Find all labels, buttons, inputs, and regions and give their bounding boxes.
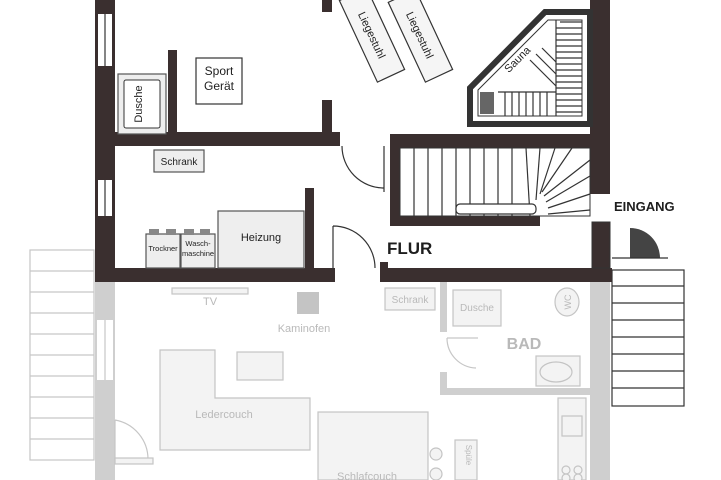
east-stairs xyxy=(611,269,685,407)
schrank-upper-label: Schrank xyxy=(161,157,199,168)
lower-area: TV Kaminofen Ledercouch Schlafcouch Schr… xyxy=(29,249,685,480)
schlafcouch-label: Schlafcouch xyxy=(337,471,397,480)
tv-unit xyxy=(171,287,249,295)
sauna-heater xyxy=(480,92,494,114)
trockner: Trockner xyxy=(145,229,181,269)
upper-walls xyxy=(95,0,612,282)
sport-geraet: Sport Gerät xyxy=(195,57,243,105)
heizung-partition xyxy=(305,188,314,282)
bad-wall-bottom xyxy=(440,388,595,395)
heizung-label: Heizung xyxy=(241,232,281,244)
schlafcouch xyxy=(317,411,429,480)
ledercouch xyxy=(159,349,311,451)
west-wall-lower xyxy=(95,282,115,480)
dusche-upper: Dusche xyxy=(117,73,167,135)
tv-label: TV xyxy=(203,296,218,308)
kaminofen-label: Kaminofen xyxy=(278,323,331,335)
staircase xyxy=(399,147,591,217)
trockner-label: Trockner xyxy=(148,244,178,253)
wall-stair-top xyxy=(390,134,608,148)
wall-laundry-bottom xyxy=(95,268,335,282)
schrank-lower xyxy=(384,287,436,311)
east-wall-upper xyxy=(590,0,610,150)
bad-wall-left xyxy=(440,282,447,332)
ledercouch-label: Ledercouch xyxy=(195,409,253,421)
wall-flur-bottom xyxy=(380,268,612,282)
sport-label: Sport xyxy=(205,64,234,78)
waschmaschine: Wasch- maschine xyxy=(180,229,216,269)
door-flur-1 xyxy=(341,145,385,192)
stair-wall-left xyxy=(390,148,400,226)
chair xyxy=(429,467,443,480)
entrance-door-swing xyxy=(630,228,660,258)
liegestuhl-1: Liegestuhl xyxy=(338,0,406,83)
stove-burner xyxy=(573,473,583,480)
spuele xyxy=(454,439,478,480)
schrank-upper: Schrank xyxy=(153,149,205,173)
chair xyxy=(429,447,443,461)
heizung: Heizung xyxy=(217,210,305,269)
east-wall-lower xyxy=(590,282,610,480)
wc-label: WC xyxy=(563,294,573,309)
kaminofen-icon xyxy=(297,292,319,314)
wc xyxy=(554,287,580,317)
coffee-table xyxy=(236,351,284,381)
stove-burner xyxy=(573,465,583,475)
dusche-upper-label: Dusche xyxy=(133,85,145,122)
sauna: Sauna xyxy=(467,9,593,127)
kitchen-sink xyxy=(561,415,583,437)
wall-sport-bottom xyxy=(95,132,340,146)
geraet-label: Gerät xyxy=(204,79,235,93)
stair-handrail xyxy=(455,203,537,215)
upper-door-jamb xyxy=(322,0,332,12)
entrance-door xyxy=(591,221,668,269)
eingang-label: EINGANG xyxy=(614,199,675,214)
flur-label: FLUR xyxy=(387,239,432,258)
schrank-lower-label: Schrank xyxy=(392,295,430,306)
door-flur-2 xyxy=(332,225,376,270)
door-bad xyxy=(446,337,478,369)
spuele-label: Spüle xyxy=(464,445,473,466)
stove-burner xyxy=(561,465,571,475)
bad-label: BAD xyxy=(507,336,542,353)
bad-wall-left-lower xyxy=(440,372,447,394)
kitchen-counter xyxy=(557,397,587,480)
west-stairs xyxy=(29,249,95,461)
dusche-lower-label: Dusche xyxy=(460,303,494,314)
wasch-label-1: Wasch- xyxy=(185,239,211,248)
stove-burner xyxy=(561,473,571,480)
east-wall-upper-2 xyxy=(590,148,610,194)
door-west-lower xyxy=(114,419,149,461)
stair-wall-bottom xyxy=(390,216,540,226)
shower-partition xyxy=(168,50,177,135)
dusche-lower xyxy=(452,289,502,327)
wasch-label-2: maschine xyxy=(182,249,214,258)
